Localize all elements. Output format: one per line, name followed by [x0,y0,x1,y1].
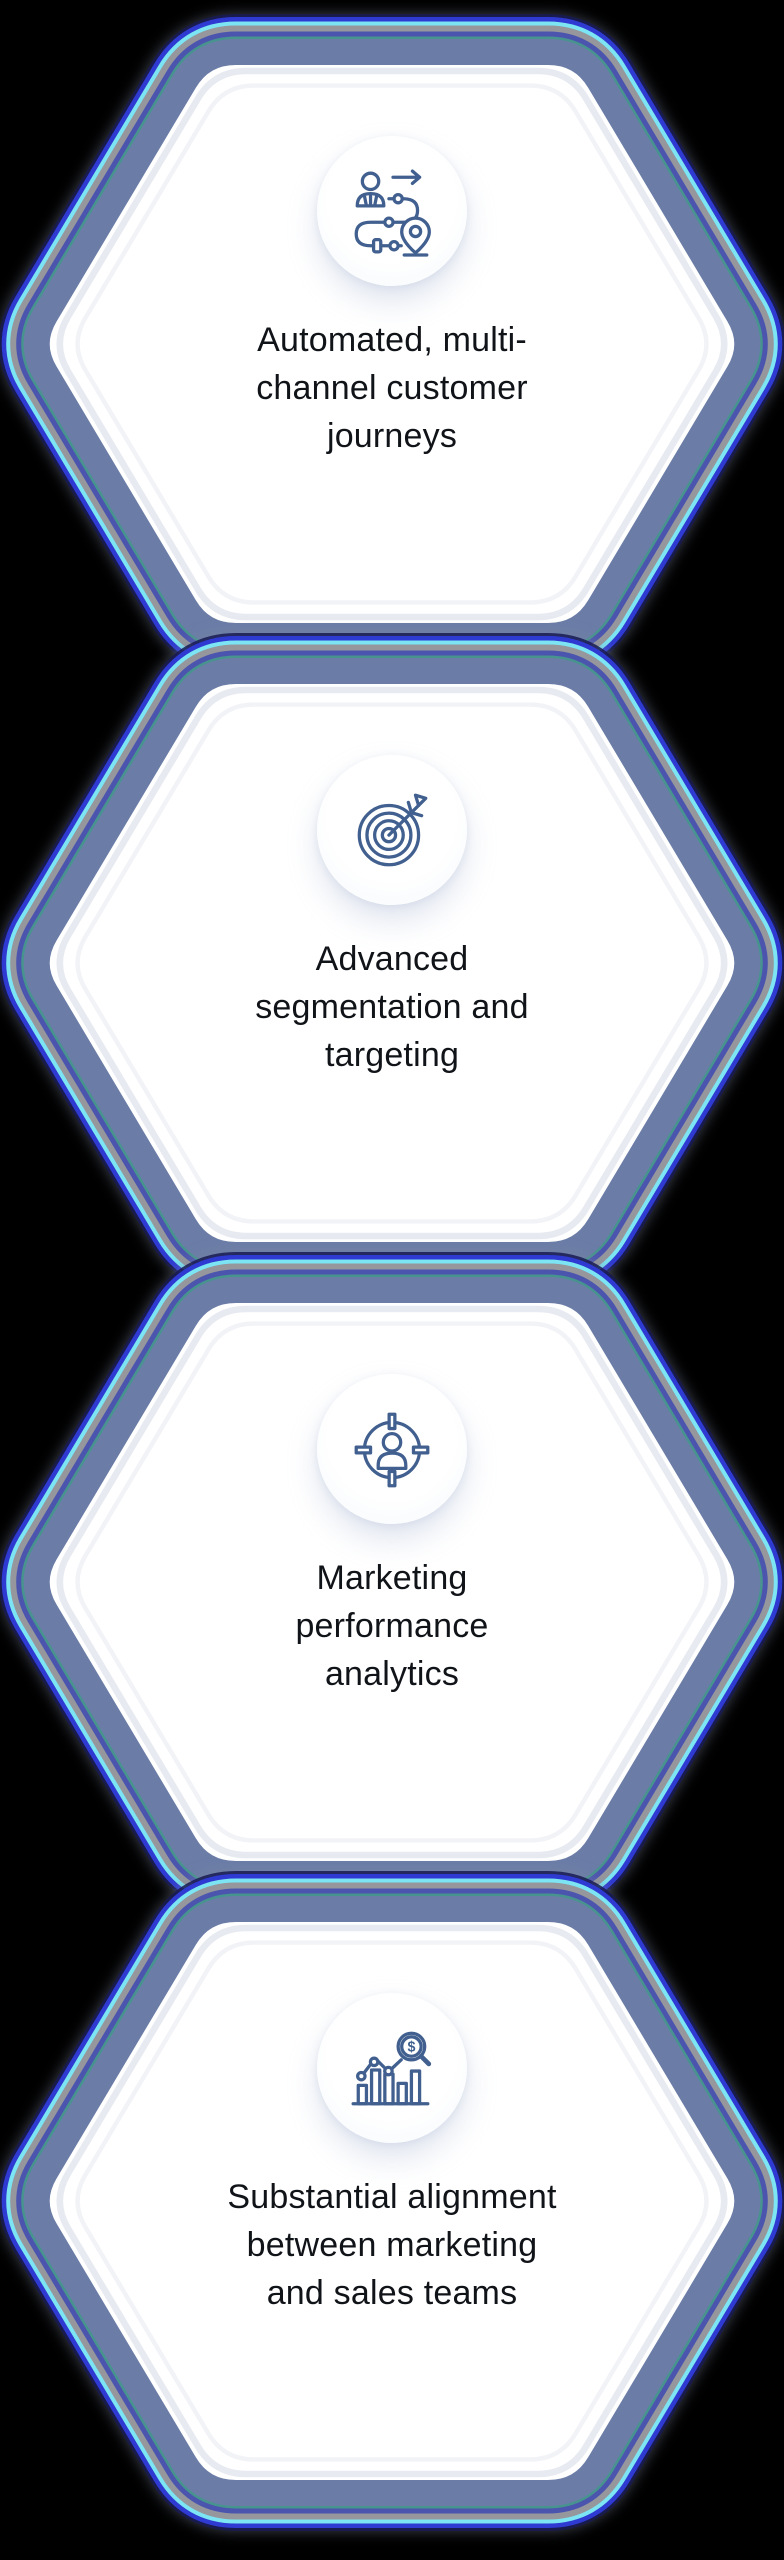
feature-label-line: performance [295,1607,489,1645]
analytics-magnifier-icon: $ [351,2031,432,2106]
feature-card-segmentation: Advanced segmentation and targeting [0,635,784,1291]
feature-card-alignment: $ Substantial alignment between marketin… [0,1873,784,2529]
svg-text:$: $ [407,2040,415,2056]
audience-targeting-icon [354,1412,430,1488]
feature-card-customer-journeys: Automated, multi- channel customer journ… [0,16,784,672]
icon-circle: $ [317,1993,467,2143]
target-arrow-icon [357,793,428,867]
icon-circle [317,136,467,286]
feature-label-line: journeys [326,417,458,455]
feature-label-line: Substantial alignment [227,2178,557,2216]
feature-label: Substantial alignment between marketing … [82,2173,702,2317]
feature-label-line: Marketing [316,1559,468,1597]
feature-label-line: segmentation and [255,988,529,1026]
feature-label-line: and sales teams [266,2274,518,2312]
feature-label: Automated, multi- channel customer journ… [82,316,702,460]
feature-label-line: targeting [324,1036,460,1074]
icon-circle [317,1374,467,1524]
feature-label-line: Advanced [315,940,469,978]
feature-label: Advanced segmentation and targeting [82,935,702,1079]
feature-card-analytics: Marketing performance analytics [0,1254,784,1910]
icon-circle [317,755,467,905]
customer-journey-icon [354,169,431,257]
feature-label-line: channel customer [256,369,528,407]
feature-label-line: analytics [324,1655,460,1693]
feature-label-line: Automated, multi- [257,321,527,359]
feature-label: Marketing performance analytics [82,1554,702,1698]
feature-label-line: between marketing [246,2226,538,2264]
